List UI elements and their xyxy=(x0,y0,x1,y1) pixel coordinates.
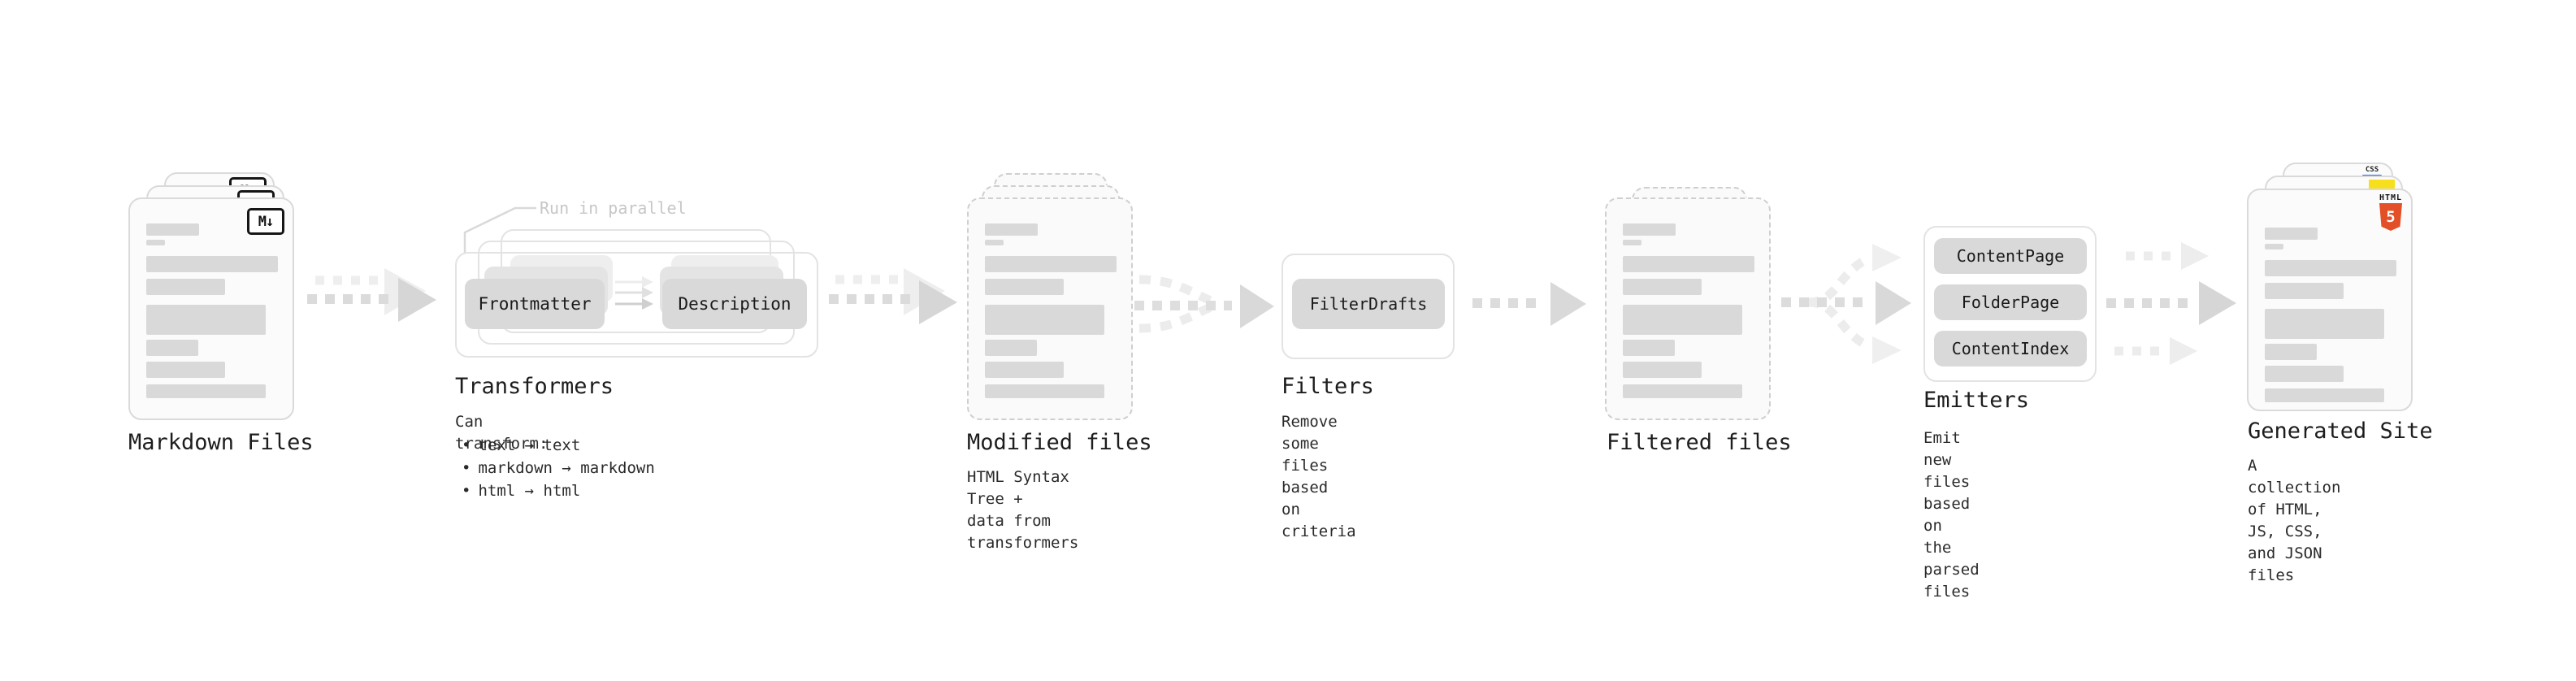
filterdrafts-box: FilterDrafts xyxy=(1292,279,1445,329)
modified-files-label: Modified files xyxy=(967,430,1152,455)
html5-icon-word: HTML xyxy=(2379,193,2403,202)
mini-arrow-head xyxy=(642,276,653,288)
emitters-desc: Emit new files based on the parsed files xyxy=(1923,429,1980,601)
top-arrow-head xyxy=(2181,242,2209,270)
middle-arrow-head xyxy=(2199,281,2236,325)
modified-files-desc: HTML Syntax Tree + data from transformer… xyxy=(967,468,1079,552)
bullet-item: markdown → markdown xyxy=(455,457,654,479)
arrow-filters-to-filtered xyxy=(1472,282,1586,326)
bullet-item: html → html xyxy=(455,479,655,502)
css-icon-word: CSS xyxy=(2365,166,2379,174)
transformers-label: Transformers xyxy=(455,374,614,399)
file-text-placeholder xyxy=(130,199,293,398)
arrow-head xyxy=(1240,284,1274,328)
mini-arrow-head xyxy=(642,287,653,298)
generated-site-desc: A collection of HTML, JS, CSS, and JSON … xyxy=(2248,457,2341,584)
contentindex-emitter-box: ContentIndex xyxy=(1934,331,2087,367)
html5-icon-shield: 5 xyxy=(2379,203,2402,231)
arrow-modified-to-filters xyxy=(1134,275,1274,333)
arrow-head xyxy=(919,280,957,324)
arrow-head xyxy=(398,278,436,322)
transformer-container-front xyxy=(455,252,818,358)
filtered-files-label: Filtered files xyxy=(1607,430,1792,455)
bullet-item: text → text xyxy=(455,434,655,457)
html5-icon: HTML 5 xyxy=(2379,193,2403,231)
generated-site-label: Generated Site xyxy=(2248,419,2433,444)
transformer-parallel-arrows xyxy=(615,276,653,310)
fan-bottom-head xyxy=(1872,336,1902,364)
mini-arrow-head xyxy=(642,298,653,310)
emitters-container xyxy=(1923,226,2097,382)
file-card-front xyxy=(967,197,1133,420)
description-transformer-box: Description xyxy=(662,279,807,329)
emitters-label: Emitters xyxy=(1923,388,2030,413)
arrow-transformers-to-modified xyxy=(829,268,957,324)
arrow-markdown-to-transformers xyxy=(307,268,436,322)
file-card-front: HTML 5 xyxy=(2247,189,2413,411)
note-leader-line xyxy=(463,206,536,254)
frontmatter-transformer-box: Frontmatter xyxy=(465,279,605,329)
filters-label: Filters xyxy=(1281,374,1374,399)
file-card-front xyxy=(1605,197,1771,420)
filters-container xyxy=(1281,254,1455,359)
merge-bottom-curve xyxy=(1138,301,1215,333)
merge-top-curve xyxy=(1138,275,1215,306)
filters-desc: Remove some files based on criteria xyxy=(1281,413,1356,540)
arrow-emitters-to-generated xyxy=(2106,242,2236,365)
fan-top-head xyxy=(1872,244,1902,271)
run-in-parallel-note: Run in parallel xyxy=(540,198,687,218)
file-text-placeholder xyxy=(969,199,1131,398)
file-text-placeholder xyxy=(2249,215,2411,402)
arrow-head xyxy=(1550,282,1586,326)
js-icon xyxy=(2369,180,2395,191)
file-text-placeholder xyxy=(1607,199,1769,398)
file-card-front: M↓ xyxy=(128,197,294,420)
bottom-arrow-head xyxy=(2170,337,2197,365)
markdown-icon: M↓ xyxy=(247,208,284,235)
transformers-bullet-list: text → text markdown → markdown html → h… xyxy=(455,434,655,502)
contentpage-emitter-box: ContentPage xyxy=(1934,238,2087,274)
fan-top-curve xyxy=(1808,258,1866,307)
arrow-head xyxy=(1876,281,1911,325)
arrow-filtered-to-emitters xyxy=(1781,244,1911,364)
markdown-files-label: Markdown Files xyxy=(128,430,314,455)
fan-bottom-curve xyxy=(1808,297,1866,347)
folderpage-emitter-box: FolderPage xyxy=(1934,284,2087,320)
